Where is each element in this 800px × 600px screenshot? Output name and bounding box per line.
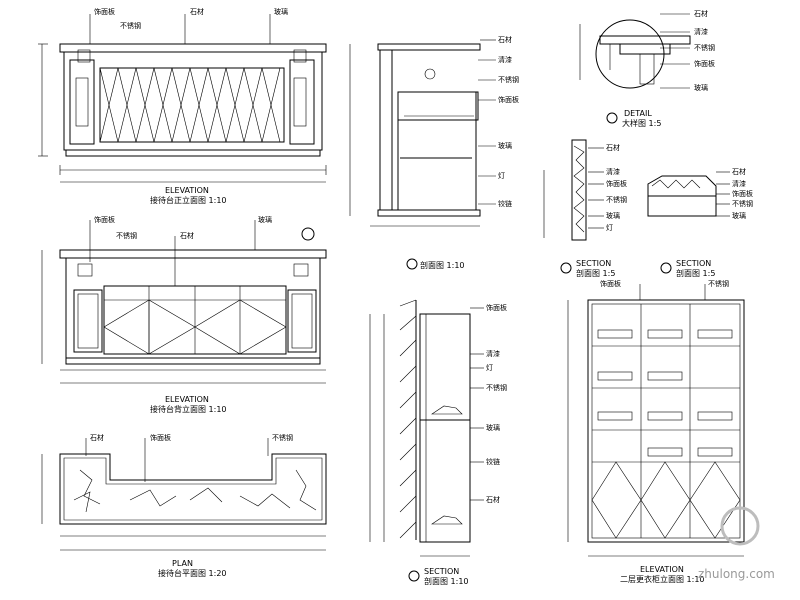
hinge-symbol — [424, 68, 436, 80]
label-db-4: 饰面板 — [694, 59, 715, 68]
locker-tag: ELEVATION — [640, 565, 684, 574]
label-sa-3: 不锈钢 — [498, 75, 519, 84]
section-d: 石材 清漆 饰面板 不锈钢 玻璃 SECTION 剖面图 1:5 — [647, 167, 753, 278]
label-back-mirror: 不锈钢 — [116, 231, 137, 240]
plan-view: 石材 饰面板 不锈钢 PLAN 接待台平面图 1:20 — [41, 433, 327, 578]
label-db-2: 清漆 — [694, 27, 708, 36]
section-a-marker — [406, 258, 418, 270]
watermark-text: zhulong.com — [698, 567, 775, 581]
section-a: 石材 清漆 不锈钢 饰面板 玻璃 灯 铰链 剖面图 1:10 — [349, 35, 519, 270]
front-elevation-title: 接待台正立面图 1:10 — [150, 195, 227, 205]
detail-b-tag: DETAIL — [624, 109, 652, 118]
label-sa-6: 灯 — [498, 171, 505, 180]
label-plan-stone: 石材 — [90, 433, 104, 442]
label-sd-4: 不锈钢 — [732, 199, 753, 208]
plan-title: 接待台平面图 1:20 — [158, 568, 227, 578]
label-se-4: 不锈钢 — [486, 383, 507, 392]
watermark: zhulong.com — [698, 506, 775, 581]
label-sc-2: 清漆 — [606, 167, 620, 176]
section-marker-back — [301, 227, 315, 241]
label-plan-mirror: 不锈钢 — [272, 433, 293, 442]
label-se-5: 玻璃 — [486, 423, 500, 432]
label-front-wood: 饰面板 — [94, 7, 115, 16]
label-back-wood: 饰面板 — [94, 215, 115, 224]
section-c-marker — [560, 262, 572, 274]
label-sd-1: 石材 — [732, 167, 746, 176]
label-sa-5: 玻璃 — [498, 141, 512, 150]
label-sc-4: 不锈钢 — [606, 195, 627, 204]
label-se-7: 石材 — [486, 495, 500, 504]
label-plan-wood: 饰面板 — [150, 433, 171, 442]
section-a-title: 剖面图 1:10 — [420, 260, 465, 270]
label-sd-3: 饰面板 — [732, 189, 753, 198]
label-sa-2: 清漆 — [498, 55, 512, 64]
label-sd-5: 玻璃 — [732, 211, 746, 220]
back-elevation: 饰面板 不锈钢 石材 玻璃 ELEVATION 接待台背立面图 1:10 — [41, 215, 327, 414]
label-locker-2: 不锈钢 — [708, 279, 729, 288]
section-c-tag: SECTION — [576, 259, 611, 268]
label-sc-3: 饰面板 — [606, 179, 627, 188]
detail-b-title: 大样图 1:5 — [622, 118, 661, 128]
label-locker-1: 饰面板 — [600, 279, 621, 288]
plan-tag: PLAN — [172, 559, 193, 568]
section-e-tag: SECTION — [424, 567, 459, 576]
section-c: 石材 清漆 饰面板 不锈钢 玻璃 灯 SECTION 剖面图 1:5 — [543, 139, 627, 278]
label-sa-7: 铰链 — [498, 199, 512, 208]
back-elevation-title: 接待台背立面图 1:10 — [150, 404, 227, 414]
label-sc-1: 石材 — [606, 143, 620, 152]
section-e-marker — [408, 570, 420, 582]
label-sc-6: 灯 — [606, 223, 613, 232]
section-c-title: 剖面图 1:5 — [576, 268, 615, 278]
detail-b: 石材 清漆 不锈钢 饰面板 玻璃 DETAIL 大样图 1:5 — [579, 9, 715, 128]
label-sa-1: 石材 — [498, 35, 512, 44]
label-sa-4: 饰面板 — [498, 95, 519, 104]
label-db-1: 石材 — [694, 9, 708, 18]
section-d-title: 剖面图 1:5 — [676, 268, 715, 278]
section-d-marker — [660, 262, 672, 274]
label-front-mirror: 不锈钢 — [120, 21, 141, 30]
label-db-5: 玻璃 — [694, 83, 708, 92]
label-db-3: 不锈钢 — [694, 43, 715, 52]
label-se-6: 铰链 — [486, 457, 500, 466]
locker-elevation: 饰面板 不锈钢 ELEVATION 二层更衣柜立面图 1:10 — [567, 279, 745, 584]
section-e-title: 剖面图 1:10 — [424, 576, 469, 586]
label-se-2: 清漆 — [486, 349, 500, 358]
label-se-3: 灯 — [486, 363, 493, 372]
label-se-1: 饰面板 — [486, 303, 507, 312]
front-elevation-tag: ELEVATION — [165, 186, 209, 195]
label-sc-5: 玻璃 — [606, 211, 620, 220]
detail-b-marker — [606, 112, 618, 124]
label-front-glass: 玻璃 — [274, 7, 288, 16]
section-e: 饰面板 清漆 灯 不锈钢 玻璃 铰链 石材 SECTION 剖面图 1:10 — [369, 299, 507, 586]
label-back-glass: 玻璃 — [258, 215, 272, 224]
label-sd-2: 清漆 — [732, 179, 746, 188]
label-back-stone: 石材 — [180, 231, 194, 240]
label-front-stone: 石材 — [190, 7, 204, 16]
back-elevation-tag: ELEVATION — [165, 395, 209, 404]
section-d-tag: SECTION — [676, 259, 711, 268]
locker-title: 二层更衣柜立面图 1:10 — [620, 574, 705, 584]
front-elevation: 饰面板 不锈钢 石材 玻璃 ELEVATION 接待台正立面图 1:10 — [38, 7, 327, 205]
